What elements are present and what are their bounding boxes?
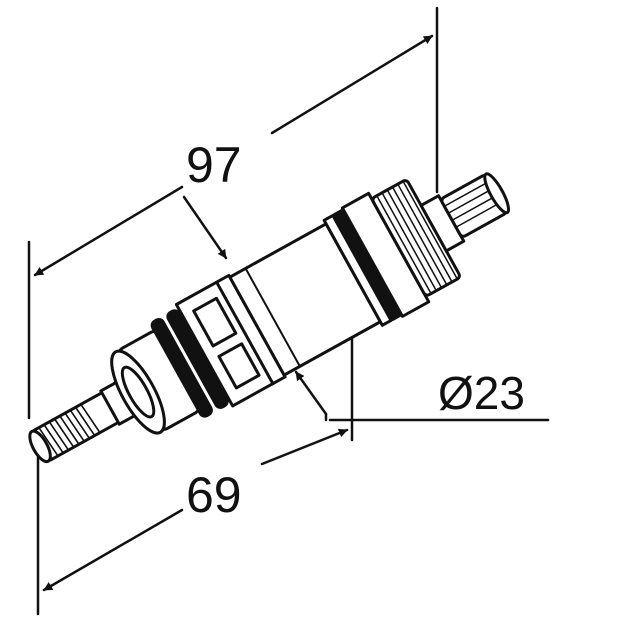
ribbed-collar bbox=[322, 191, 431, 327]
sleeve-window-1 bbox=[192, 296, 238, 348]
knurl-lines bbox=[376, 180, 459, 295]
dimension-label-97: 97 bbox=[186, 137, 242, 193]
dimension-line-97-left bbox=[33, 185, 184, 277]
end-cap-inner bbox=[120, 365, 156, 419]
leader-arrow-diameter-diag bbox=[294, 370, 328, 416]
extension-lines bbox=[27, 6, 550, 616]
dimension-label-69: 69 bbox=[186, 467, 242, 523]
dimension-line-69-right bbox=[260, 428, 349, 466]
dimension-label-diameter: Ø23 bbox=[438, 367, 525, 419]
dimension-69 bbox=[42, 428, 349, 592]
right-splined-spindle bbox=[419, 172, 511, 253]
o-ring-1 bbox=[150, 317, 213, 418]
dimension-line-69-left bbox=[42, 508, 184, 592]
left-spindle-tip bbox=[28, 429, 52, 464]
leader-arrow-97 bbox=[182, 195, 228, 260]
dimension-97 bbox=[33, 34, 434, 277]
sleeve-window-2 bbox=[217, 342, 261, 390]
left-spindle-threads bbox=[38, 403, 101, 457]
right-spindle-tip bbox=[483, 172, 511, 215]
cartridge bbox=[28, 172, 511, 464]
dimension-line-97-right bbox=[270, 34, 434, 135]
dimension-diameter bbox=[294, 370, 328, 422]
collar-ring-1 bbox=[322, 213, 393, 327]
end-cap bbox=[110, 329, 201, 435]
collar-ring-2 bbox=[333, 209, 402, 321]
o-ring-2 bbox=[166, 309, 229, 409]
spline-teeth bbox=[443, 180, 503, 228]
